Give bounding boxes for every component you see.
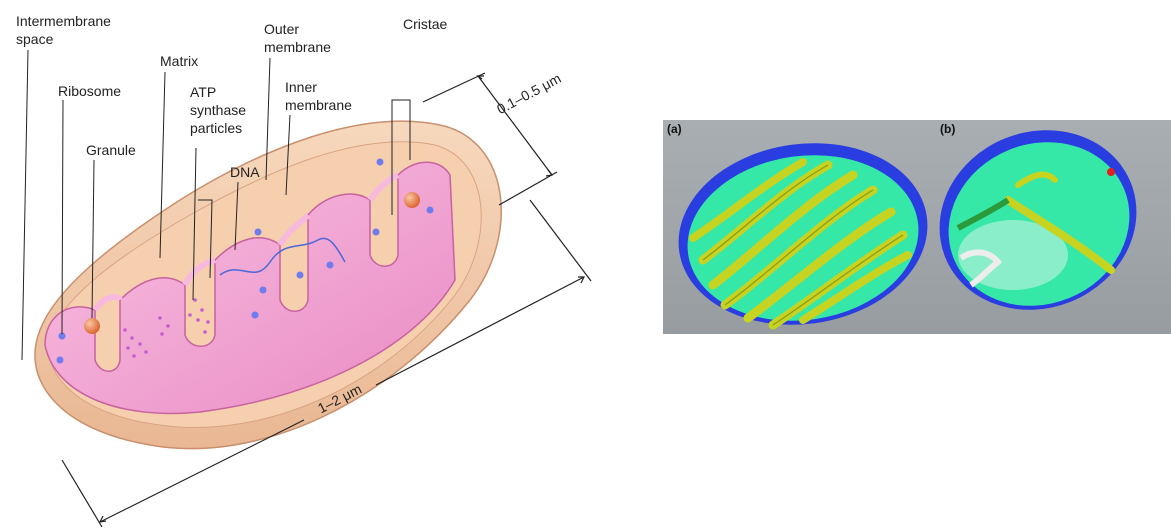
label-inner-membrane: Inner membrane	[285, 78, 352, 114]
label-matrix: Matrix	[160, 52, 198, 70]
label-cristae: Cristae	[403, 15, 447, 33]
panel-a-mitochondrion	[667, 127, 940, 334]
tomography-render	[663, 120, 1171, 334]
label-ribosome: Ribosome	[58, 82, 121, 100]
label-dna: DNA	[230, 163, 260, 181]
panel-b-mitochondrion	[912, 120, 1163, 334]
tomography-panel: (a) (b)	[663, 120, 1171, 334]
label-intermembrane-space: Intermembrane space	[16, 12, 111, 48]
panel-b-label: (b)	[940, 122, 955, 136]
label-outer-membrane: Outer membrane	[264, 20, 331, 56]
label-granule: Granule	[86, 141, 136, 159]
panel-a-label: (a)	[667, 122, 682, 136]
label-atp-synthase: ATP synthase particles	[190, 83, 246, 137]
